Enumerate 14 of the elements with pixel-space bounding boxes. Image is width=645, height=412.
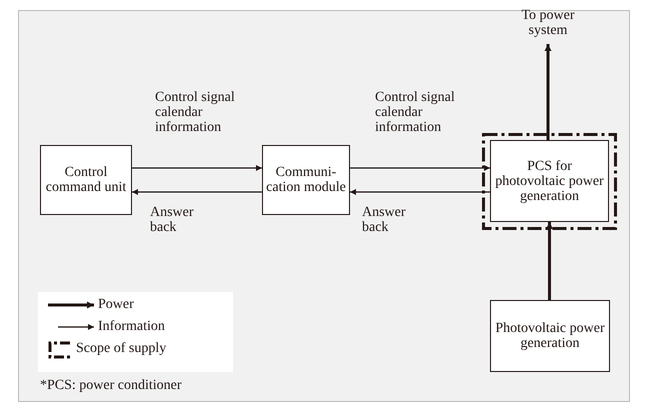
information-arrow <box>350 189 490 195</box>
process-box: Communi-cation module <box>262 145 350 215</box>
information-arrow <box>132 189 262 195</box>
process-box: PCS for photovoltaic power generation <box>490 140 609 222</box>
legend-text: Scope of supply <box>76 341 166 356</box>
output-label: To power system <box>508 2 588 44</box>
process-box: Photovoltaic power generation <box>490 300 610 372</box>
information-arrow <box>132 165 262 171</box>
power-arrow <box>546 222 553 300</box>
power-arrow <box>544 44 552 140</box>
scope-boundary <box>482 133 617 230</box>
footnote: *PCS: power conditioner <box>40 378 182 393</box>
process-box: Control command unit <box>40 145 132 215</box>
information-arrow <box>350 165 490 171</box>
